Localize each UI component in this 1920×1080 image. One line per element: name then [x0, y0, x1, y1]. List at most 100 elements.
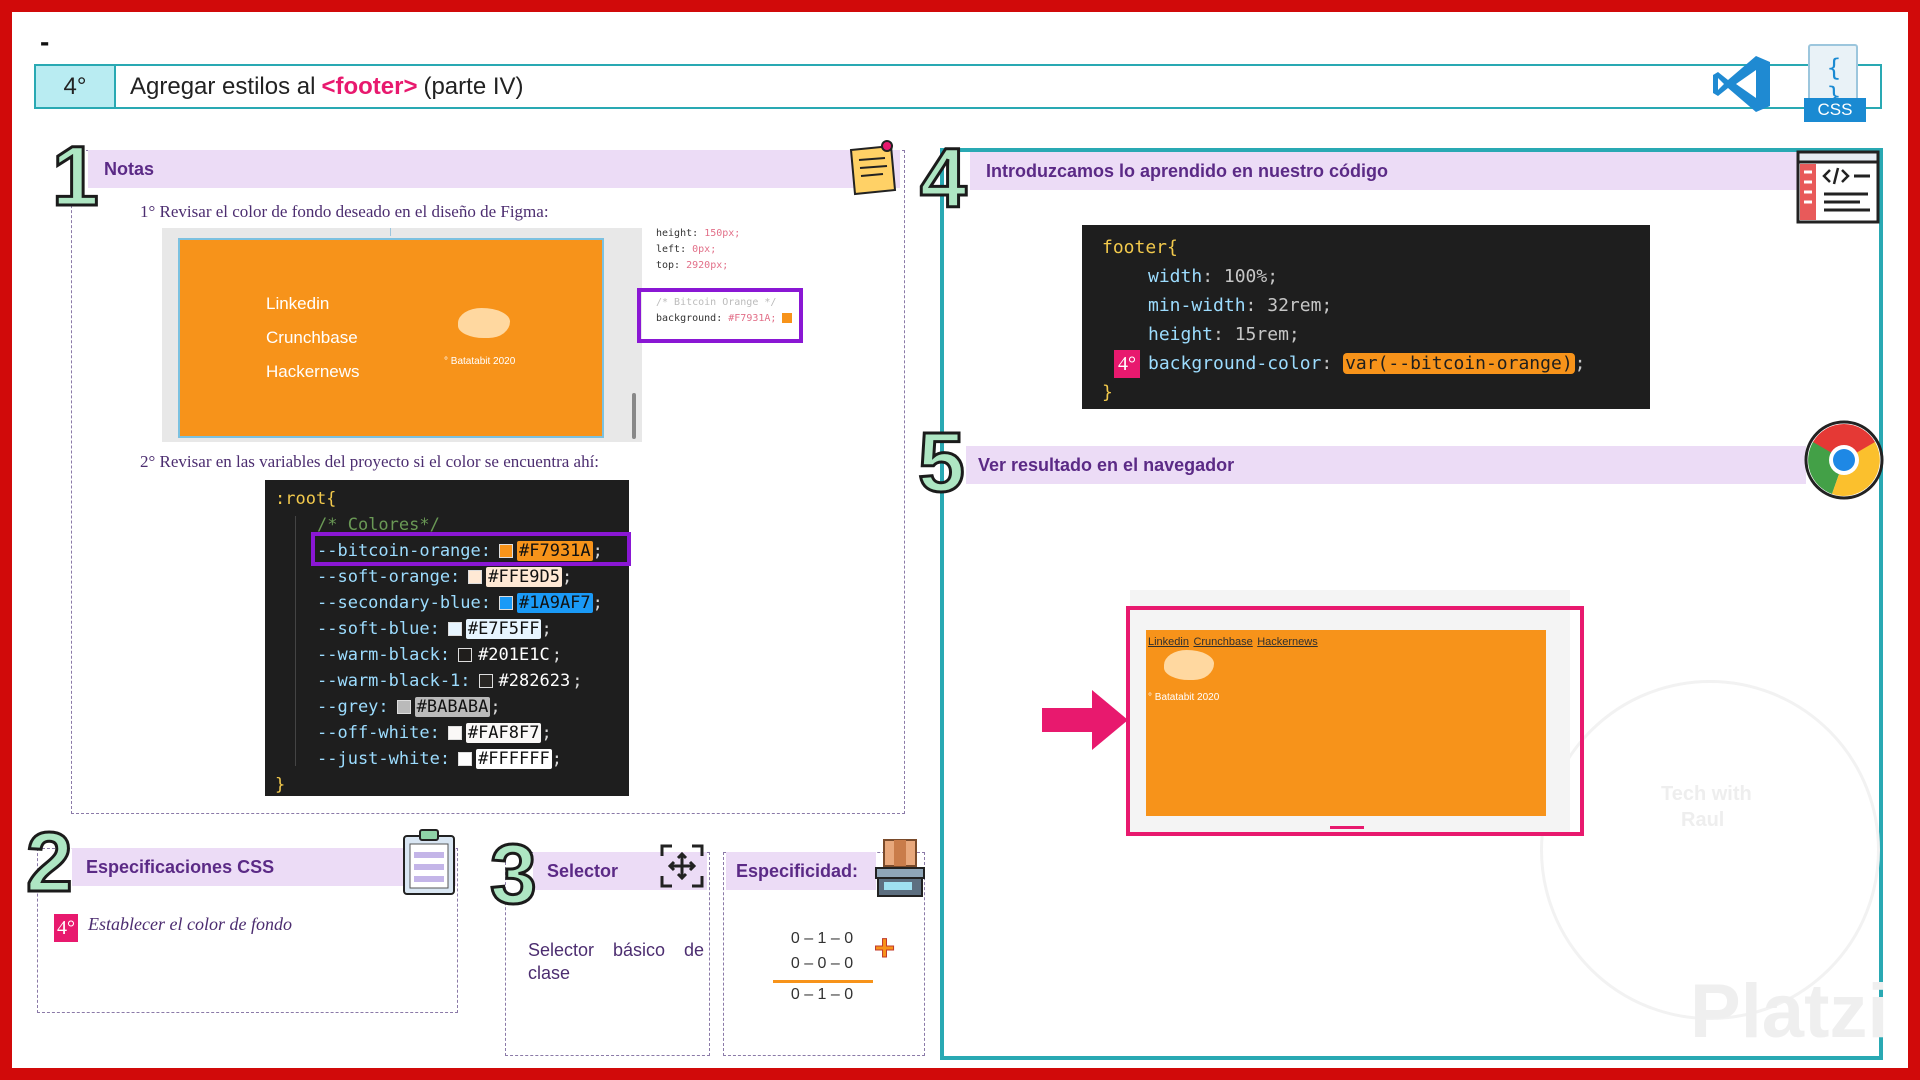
- browser-link-crunchbase[interactable]: Crunchbase: [1193, 636, 1253, 648]
- resultado-band: Ver resultado en el navegador: [966, 446, 1806, 484]
- notas-step2: 2° Revisar en las variables del proyecto…: [140, 452, 600, 471]
- code-editor-icon: [1796, 148, 1880, 226]
- root-var-end: ;: [592, 541, 603, 561]
- root-var-hex: #F7931A: [517, 541, 593, 561]
- root-var-swatch: [396, 700, 411, 714]
- prop-left-val: 0px;: [692, 244, 717, 255]
- resultado-title: Ver resultado en el navegador: [978, 454, 1235, 475]
- notas-step1: 1° Revisar el color de fondo deseado en …: [140, 202, 549, 221]
- selector-title: Selector: [547, 860, 619, 881]
- prop-bg-val: #F7931A;: [728, 313, 777, 324]
- section-number-2: 2: [25, 815, 75, 909]
- selector-text-line2: clase: [528, 963, 571, 983]
- figma-link-hackernews: Hackernews: [266, 362, 360, 381]
- footer-prop-width: width: [1148, 266, 1203, 287]
- figma-copyright: ° Batatabit 2020: [444, 356, 516, 367]
- browser-copyright: ° Batatabit 2020: [1148, 692, 1220, 703]
- prop-comment: /* Bitcoin Orange */: [656, 297, 777, 308]
- selector-word-2: básico: [612, 940, 666, 960]
- codigo-step-badge: 4°: [1114, 350, 1140, 378]
- selector-band: Selector: [533, 852, 707, 890]
- section-number-4: 4: [919, 131, 969, 225]
- arrow-right-icon: [1040, 688, 1130, 752]
- footer-line-width: width: 100%;: [1148, 266, 1279, 287]
- root-var-end: ;: [541, 619, 552, 639]
- root-var-end: ;: [541, 723, 552, 743]
- specs-band: Especificaciones CSS: [72, 848, 456, 886]
- root-var-line: --grey:#BABABA;: [275, 694, 619, 720]
- clipboard-icon: [400, 826, 458, 896]
- header-title: Agregar estilos al <footer> (parte IV): [116, 66, 524, 107]
- root-var-hex: #201E1C: [478, 645, 550, 665]
- root-var-hex: #1A9AF7: [517, 593, 593, 613]
- prop-top-val: 2920px;: [686, 260, 729, 271]
- root-var-name: --off-white:: [317, 723, 440, 743]
- footer-close: }: [1102, 382, 1113, 403]
- figma-bg-prop: /* Bitcoin Orange */ background: #F7931A…: [656, 295, 796, 327]
- header-title-tag: <footer>: [321, 72, 418, 100]
- prop-height-val: 150px;: [704, 228, 741, 239]
- tech-with-raul-watermark: Tech with Raul: [1540, 680, 1880, 1020]
- vscode-icon: [1710, 52, 1774, 116]
- move-icon: [658, 842, 706, 890]
- footer-val-bg: var(--bitcoin-orange): [1343, 353, 1575, 374]
- footer-line-height: height: 15rem;: [1148, 324, 1300, 345]
- css-file-icon: { } CSS: [1804, 44, 1866, 122]
- root-var-end: ;: [572, 671, 583, 691]
- browser-link-hackernews[interactable]: Hackernews: [1257, 636, 1318, 648]
- footer-code: footer{ width: 100%; min-width: 32rem; h…: [1082, 225, 1650, 409]
- root-var-swatch: [499, 544, 513, 558]
- especificidad-divider: [773, 980, 873, 983]
- root-var-swatch: [447, 726, 462, 740]
- especificidad-band: Especificidad:: [726, 852, 876, 890]
- root-var-hex: #E7F5FF: [465, 619, 542, 639]
- figma-bg-highlight: [637, 288, 803, 343]
- prop-bg-swatch: [782, 313, 793, 323]
- browser-scrollbar[interactable]: [1330, 826, 1364, 829]
- especificidad-row2: 0 – 0 – 0: [790, 955, 854, 972]
- root-var-hex: #FAF8F7: [465, 723, 542, 743]
- root-vertical-guide: [295, 516, 296, 766]
- figma-preview: Linkedin Crunchbase Hackernews ° Batatab…: [162, 228, 642, 442]
- prop-height-key: height:: [656, 228, 699, 239]
- results-container: [940, 148, 1883, 1060]
- header-title-after: (parte IV): [423, 72, 524, 100]
- footer-val-minwidth: 32rem;: [1267, 295, 1333, 316]
- especificidad-row3: 0 – 1 – 0: [790, 986, 854, 1003]
- root-var-swatch: [478, 674, 493, 688]
- root-var-name: --grey:: [317, 697, 389, 717]
- specs-step-badge: 4°: [54, 914, 78, 942]
- root-var-hex: #FFE9D5: [486, 567, 562, 587]
- especificidad-title: Especificidad:: [736, 860, 859, 881]
- root-var-hex: #FFFFFF: [476, 749, 552, 769]
- browser-logo: [1164, 650, 1214, 680]
- batatabit-logo: [458, 308, 510, 338]
- figma-link-linkedin: Linkedin: [266, 294, 330, 313]
- dash-mark: -: [40, 26, 50, 57]
- root-var-line: --secondary-blue:#1A9AF7;: [275, 590, 619, 616]
- codigo-title: Introduzcamos lo aprendido en nuestro có…: [986, 160, 1389, 181]
- root-var-swatch: [468, 570, 483, 584]
- root-comment: /* Colores*/: [317, 515, 440, 535]
- root-var-name: --soft-blue:: [317, 619, 440, 639]
- prop-bg-key: background:: [656, 313, 723, 324]
- figma-link-crunchbase: Crunchbase: [266, 328, 358, 347]
- root-var-name: --just-white:: [317, 749, 451, 769]
- css-badge: CSS: [1804, 98, 1866, 122]
- figma-scrollbar[interactable]: [632, 393, 636, 439]
- selector-text: Selector básico de clase: [528, 940, 704, 984]
- root-var-end: ;: [592, 593, 603, 613]
- footer-prop-bg: background-color: [1148, 353, 1322, 374]
- plus-icon: +: [873, 927, 896, 968]
- sticky-note-icon: [845, 138, 901, 200]
- browser-link-linkedin[interactable]: Linkedin: [1148, 636, 1189, 648]
- selector-word-1: Selector: [528, 940, 595, 960]
- root-var-name: --soft-orange:: [317, 567, 461, 587]
- watermark-tech-line1: Tech with: [1661, 783, 1752, 805]
- root-var-end: ;: [561, 567, 573, 587]
- root-open: :root{: [275, 489, 337, 509]
- codigo-band: Introduzcamos lo aprendido en nuestro có…: [970, 152, 1808, 190]
- root-var-line: --off-white: #FAF8F7;: [275, 720, 619, 746]
- watermark-tech-line2: Raul: [1681, 809, 1725, 831]
- root-var-hex: #282623: [498, 671, 571, 691]
